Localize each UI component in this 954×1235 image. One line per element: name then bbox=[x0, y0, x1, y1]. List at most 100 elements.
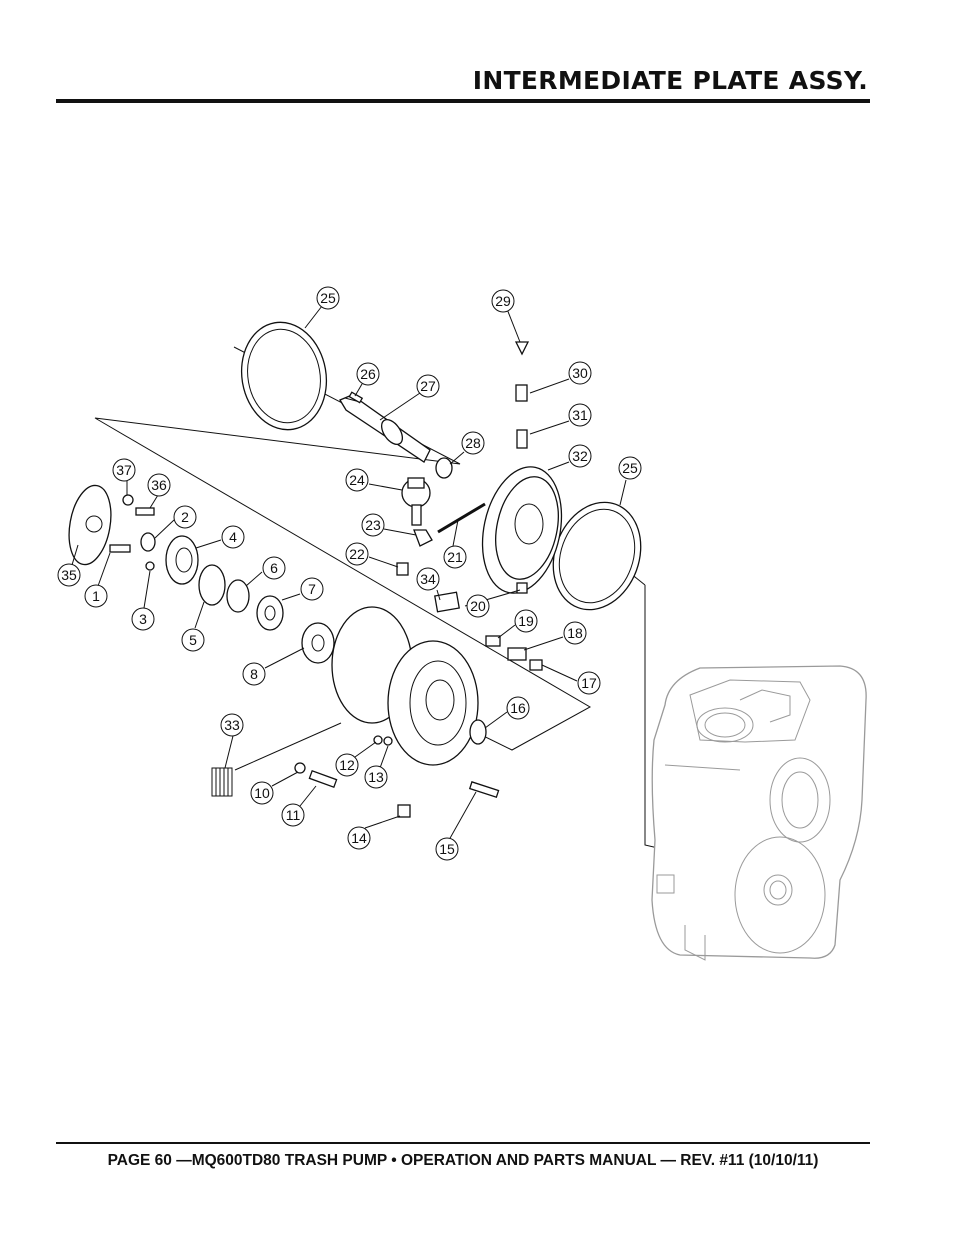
shaft-seal bbox=[435, 457, 453, 479]
tag-34 bbox=[434, 591, 460, 613]
svg-text:8: 8 bbox=[250, 666, 258, 682]
svg-text:30: 30 bbox=[572, 365, 588, 381]
svg-text:18: 18 bbox=[567, 625, 583, 641]
svg-text:29: 29 bbox=[495, 293, 511, 309]
bearing-8 bbox=[301, 622, 335, 664]
svg-text:37: 37 bbox=[116, 462, 132, 478]
svg-text:3: 3 bbox=[139, 611, 147, 627]
leader-lines bbox=[71, 305, 627, 841]
callout-33: 33 bbox=[220, 713, 244, 737]
spring-19 bbox=[485, 635, 501, 647]
callout-19: 19 bbox=[514, 609, 538, 633]
bearing-cover bbox=[68, 484, 112, 566]
callout-14: 14 bbox=[347, 826, 371, 850]
svg-text:16: 16 bbox=[510, 700, 526, 716]
drain-plug bbox=[516, 582, 528, 594]
svg-text:15: 15 bbox=[439, 841, 455, 857]
stud-15 bbox=[468, 781, 500, 798]
shaft-key bbox=[348, 391, 364, 404]
bearing-7 bbox=[256, 595, 284, 631]
svg-text:21: 21 bbox=[447, 549, 463, 565]
page-footer: PAGE 60 —MQ600TD80 TRASH PUMP • OPERATIO… bbox=[107, 1152, 819, 1169]
svg-text:2: 2 bbox=[181, 509, 189, 525]
svg-text:23: 23 bbox=[365, 517, 381, 533]
callout-32: 32 bbox=[568, 444, 592, 468]
callout-15: 15 bbox=[435, 837, 459, 861]
o-ring bbox=[226, 579, 250, 613]
bolt-11 bbox=[308, 769, 338, 789]
callout-20: 20 bbox=[466, 594, 490, 618]
svg-text:20: 20 bbox=[470, 598, 486, 614]
callout-5: 5 bbox=[181, 628, 205, 652]
svg-text:32: 32 bbox=[572, 448, 588, 464]
callout-11: 11 bbox=[281, 803, 305, 827]
callout-35: 35 bbox=[57, 563, 81, 587]
oil-seal-2 bbox=[140, 532, 156, 552]
callout-25b: 25 bbox=[618, 456, 642, 480]
svg-text:26: 26 bbox=[360, 366, 376, 382]
plug-22 bbox=[396, 562, 409, 576]
svg-text:27: 27 bbox=[420, 378, 436, 394]
mesh-screen bbox=[211, 767, 233, 797]
svg-text:4: 4 bbox=[229, 529, 237, 545]
pump-body-ghost bbox=[651, 665, 867, 961]
callout-30: 30 bbox=[568, 361, 592, 385]
callout-7: 7 bbox=[300, 577, 324, 601]
bolt-1 bbox=[109, 544, 131, 553]
nut-13 bbox=[383, 736, 393, 746]
callout-13: 13 bbox=[364, 765, 388, 789]
header-rule bbox=[56, 99, 870, 103]
callout-10: 10 bbox=[250, 781, 274, 805]
callout-26: 26 bbox=[356, 362, 380, 386]
bearing-housing bbox=[165, 535, 199, 585]
nipple bbox=[515, 384, 528, 402]
page-title: INTERMEDIATE PLATE ASSY. bbox=[472, 66, 868, 95]
svg-text:5: 5 bbox=[189, 632, 197, 648]
washer-37 bbox=[122, 494, 134, 506]
svg-text:31: 31 bbox=[572, 407, 588, 423]
callout-4: 4 bbox=[221, 525, 245, 549]
svg-text:14: 14 bbox=[351, 830, 367, 846]
callout-22: 22 bbox=[345, 542, 369, 566]
intermediate-plate bbox=[481, 466, 563, 594]
vent-plug bbox=[514, 341, 530, 356]
svg-text:6: 6 bbox=[270, 560, 278, 576]
callout-37: 37 bbox=[112, 458, 136, 482]
callout-21: 21 bbox=[443, 545, 467, 569]
svg-text:34: 34 bbox=[420, 571, 436, 587]
callout-23: 23 bbox=[361, 513, 385, 537]
coupler bbox=[516, 429, 528, 449]
fitting-17 bbox=[529, 659, 543, 671]
svg-text:17: 17 bbox=[581, 675, 597, 691]
callout-17: 17 bbox=[577, 671, 601, 695]
gasket-upper bbox=[240, 321, 328, 431]
callout-25a: 25 bbox=[316, 286, 340, 310]
svg-text:33: 33 bbox=[224, 717, 240, 733]
svg-text:24: 24 bbox=[349, 472, 365, 488]
rod bbox=[437, 502, 486, 534]
svg-text:36: 36 bbox=[151, 477, 167, 493]
svg-text:22: 22 bbox=[349, 546, 365, 562]
svg-text:35: 35 bbox=[61, 567, 77, 583]
bolt-36 bbox=[135, 507, 155, 516]
intermediate-housing bbox=[331, 606, 479, 766]
oil-seal-unit bbox=[401, 477, 431, 526]
callout-36: 36 bbox=[147, 473, 171, 497]
svg-text:1: 1 bbox=[92, 588, 100, 604]
callout-28: 28 bbox=[461, 431, 485, 455]
plug-14 bbox=[397, 804, 411, 818]
svg-text:25: 25 bbox=[622, 460, 638, 476]
callout-2: 2 bbox=[173, 505, 197, 529]
callout-8: 8 bbox=[242, 662, 266, 686]
svg-text:25: 25 bbox=[320, 290, 336, 306]
fitting-18 bbox=[507, 647, 527, 661]
callout-16: 16 bbox=[506, 696, 530, 720]
callout-3: 3 bbox=[131, 607, 155, 631]
footer-rule bbox=[56, 1142, 870, 1144]
callout-12: 12 bbox=[335, 753, 359, 777]
callout-6: 6 bbox=[262, 556, 286, 580]
washer-10 bbox=[294, 762, 306, 774]
callout-31: 31 bbox=[568, 403, 592, 427]
gasket-lower bbox=[552, 501, 642, 611]
callout-1: 1 bbox=[84, 584, 108, 608]
